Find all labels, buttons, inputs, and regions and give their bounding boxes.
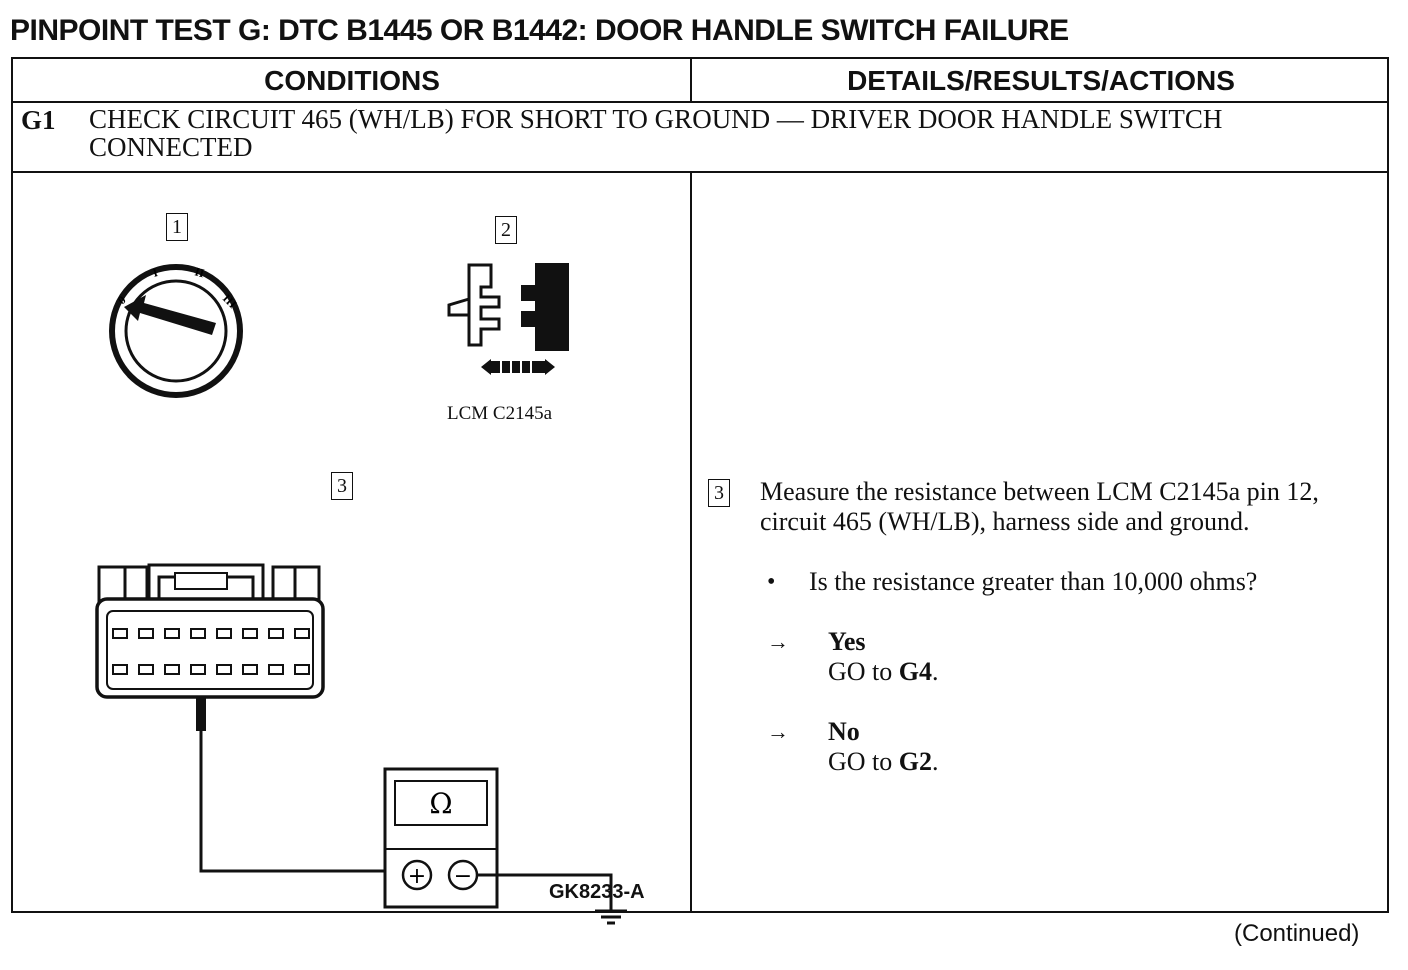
answer-yes-label: Yes xyxy=(828,627,866,656)
figure-box-label-2: 2 xyxy=(495,216,517,244)
instruction-text: Measure the resistance between LCM C2145… xyxy=(760,477,1319,536)
bullet-icon: • xyxy=(767,569,776,595)
figure-box-label-3: 3 xyxy=(331,472,353,500)
answer-yes-action: GO to G4. xyxy=(828,657,939,687)
column-divider xyxy=(690,173,692,911)
ignition-switch-icon: 0 I II III xyxy=(109,264,243,398)
figure-id: GK8233-A xyxy=(549,881,645,903)
ground-lead xyxy=(477,873,613,911)
ignition-mark-2: II xyxy=(193,264,206,280)
question-text: Is the resistance greater than 10,000 oh… xyxy=(809,567,1258,596)
ignition-mark-1: I xyxy=(151,265,159,280)
connector-label: LCM C2145a xyxy=(447,403,553,424)
step-title: CHECK CIRCUIT 465 (WH/LB) FOR SHORT TO G… xyxy=(89,104,1223,162)
answer-no-prefix: GO to xyxy=(828,747,899,776)
answer-yes-suffix: . xyxy=(932,657,939,686)
step-number: G1 xyxy=(21,105,56,135)
pinpoint-test-table: CONDITIONS DETAILS/RESULTS/ACTIONS G1 CH… xyxy=(11,57,1389,925)
connector-pin-cavities xyxy=(112,628,310,675)
details-header: DETAILS/RESULTS/ACTIONS xyxy=(847,65,1235,96)
answer-yes-prefix: GO to xyxy=(828,657,899,686)
continued-note: (Continued) xyxy=(1234,920,1360,947)
answer-no-target[interactable]: G2 xyxy=(898,747,933,776)
step-rule xyxy=(13,171,1387,173)
figure-box-label-1: 1 xyxy=(166,213,188,241)
arrow-right-icon: → xyxy=(767,629,789,654)
meter-minus-terminal: − xyxy=(454,864,472,889)
conditions-header: CONDITIONS xyxy=(264,65,440,96)
answer-no-label: No xyxy=(828,717,860,746)
header-rule xyxy=(13,101,1387,103)
connector-disconnect-icon xyxy=(447,263,569,375)
meter-plus-terminal: + xyxy=(408,864,426,889)
test-probe xyxy=(196,697,206,731)
header-divider xyxy=(690,59,692,101)
connector-meter-diagram: Ω + − xyxy=(95,563,627,925)
answer-yes-target[interactable]: G4 xyxy=(898,657,933,686)
ground-icon xyxy=(595,909,627,925)
probe-lead xyxy=(199,731,385,873)
answer-no-suffix: . xyxy=(932,747,939,776)
ohm-symbol: Ω xyxy=(429,787,452,820)
step-box-label: 3 xyxy=(708,479,730,507)
arrow-right-icon: → xyxy=(767,719,789,744)
page-title: PINPOINT TEST G: DTC B1445 OR B1442: DOO… xyxy=(10,14,1069,47)
answer-no-action: GO to G2. xyxy=(828,747,939,777)
